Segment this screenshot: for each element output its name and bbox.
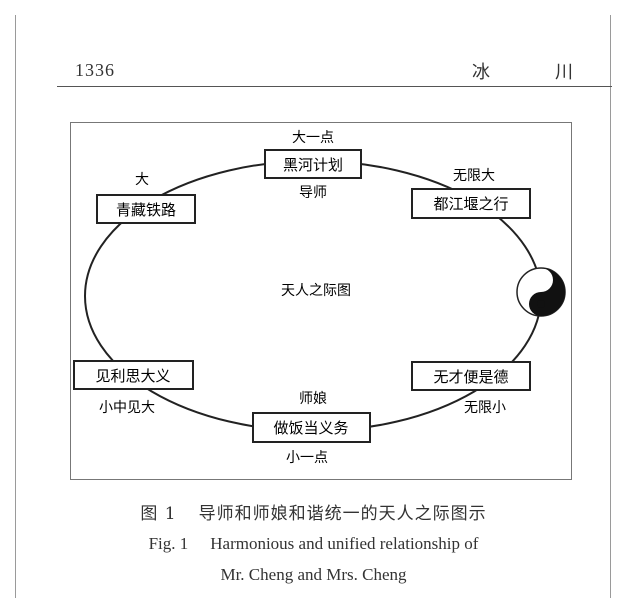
caption-en-text-1: Harmonious and unified relationship of <box>210 534 479 553</box>
caption-en-fig-number: Fig. 1 <box>148 534 189 553</box>
author-name-char-1: 冰 <box>472 62 490 83</box>
node-bottom-above: 师娘 <box>299 391 327 407</box>
node-bottom-right-label: 无才便是德 <box>433 368 508 386</box>
node-bottom-left-box <box>73 360 194 390</box>
node-bottom-right: 无才便是德 无限小 <box>411 361 531 416</box>
node-bottom-right-below: 无限小 <box>464 400 506 416</box>
node-top-right-label: 都江堰之行 <box>433 195 508 213</box>
diagram-center-label: 天人之际图 <box>281 283 351 299</box>
node-top-below: 导师 <box>299 185 327 201</box>
figure-1 <box>70 122 572 480</box>
caption-english-line-1: Fig. 1 Harmonious and unified relationshi… <box>0 534 627 554</box>
author-name-char-2: 川 <box>555 62 573 83</box>
node-top-right-above: 无限大 <box>453 168 495 184</box>
node-top-above: 大一点 <box>292 130 334 146</box>
page-number: 1336 <box>75 60 115 80</box>
node-top-label: 黑河计划 <box>283 156 343 174</box>
node-top-right: 无限大 都江堰之行 <box>411 168 531 219</box>
node-top-left: 大 青藏铁路 <box>96 172 196 224</box>
node-top-left-above: 大 <box>135 172 149 188</box>
node-bottom-box <box>252 412 371 443</box>
caption-chinese: 图 1 导师和师娘和谐统一的天人之际图示 <box>0 499 627 524</box>
node-bottom: 师娘 做饭当义务 小一点 <box>252 391 371 466</box>
caption-en-text-2: Mr. Cheng and Mrs. Cheng <box>220 565 407 584</box>
node-bottom-left-label: 见利思大义 <box>95 367 170 385</box>
node-top-right-box <box>411 188 531 219</box>
caption-english-line-2: Mr. Cheng and Mrs. Cheng <box>0 565 627 585</box>
running-header: 1336 冰 川 <box>57 58 612 87</box>
node-top: 黑河计划 大一点 导师 <box>264 130 362 201</box>
caption-cn-fig-number: 图 1 <box>140 504 177 524</box>
page-frame <box>15 15 611 598</box>
node-bottom-right-box <box>411 361 531 391</box>
node-bottom-left: 见利思大义 小中见大 <box>73 360 194 416</box>
node-top-box <box>264 149 362 179</box>
yin-yang-icon <box>516 267 566 317</box>
node-bottom-label: 做饭当义务 <box>273 419 348 437</box>
caption-cn-text: 导师和师娘和谐统一的天人之际图示 <box>198 504 487 524</box>
node-top-left-box <box>96 194 196 224</box>
node-top-left-label: 青藏铁路 <box>116 201 176 219</box>
node-bottom-below: 小一点 <box>286 450 328 466</box>
node-bottom-left-below: 小中见大 <box>99 400 155 416</box>
